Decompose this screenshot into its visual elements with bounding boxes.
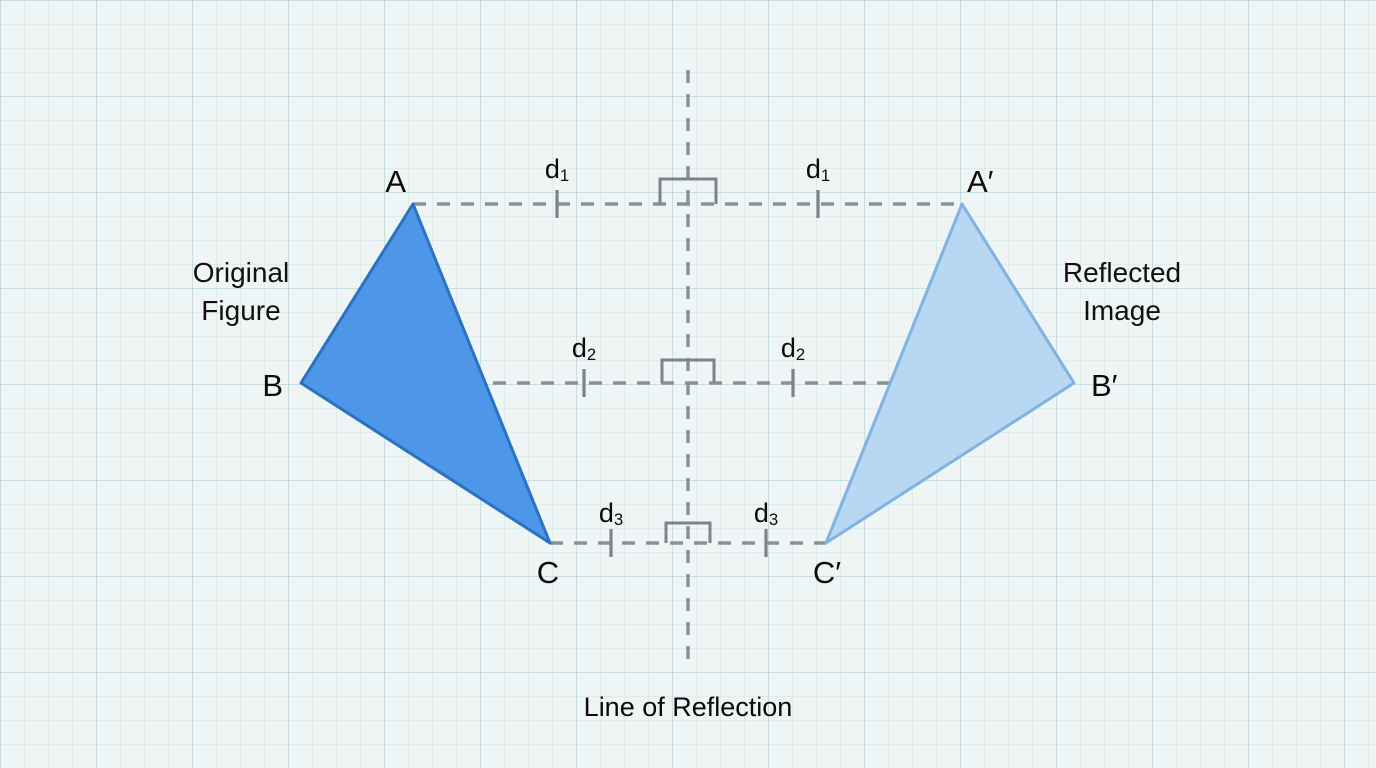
vertex-label-original-A: A [385,164,406,199]
distance-label-d1-right: d1 [805,154,831,185]
vertex-label-reflected-Bprime: B′ [1091,368,1118,403]
original-triangle[interactable] [299,202,552,545]
vertex-label-reflected-Cprime: C′ [812,555,842,590]
right-angle-marker-d2 [660,358,716,383]
right-angle-marker-d1 [658,177,718,204]
distance-label-d2-left: d2 [571,333,597,364]
distance-tick-group [555,190,820,557]
right-angle-marker-d3 [664,521,712,543]
distance-label-d3-left: d3 [598,498,624,529]
vertex-label-reflected-Aprime: A′ [967,164,994,199]
reflected-triangle[interactable] [824,202,1076,545]
perpendicular-marker-group [658,177,718,543]
original-figure-label: Original Figure [192,257,290,327]
distance-label-d2-right: d2 [780,333,806,364]
vertex-label-original-C: C [536,555,560,590]
distance-label-d1-left: d1 [544,154,570,185]
vertex-label-original-B: B [262,368,283,403]
distance-label-d3-right: d3 [753,498,779,529]
line-of-reflection-caption: Line of Reflection [583,692,793,722]
reflected-image-label: Reflected Image [1062,257,1182,327]
